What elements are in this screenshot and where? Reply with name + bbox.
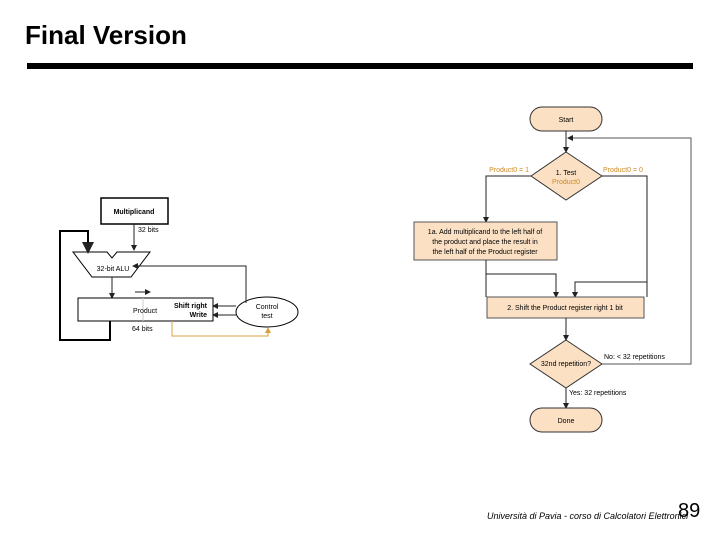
- alu-shape: [71, 251, 152, 278]
- step-1a-line1: 1a. Add multiplicand to the left half of: [428, 229, 542, 236]
- footer-text: Università di Pavia - corso di Calcolato…: [487, 511, 689, 521]
- multiplicand-label: Multiplicand: [114, 209, 155, 216]
- shift-right-label: Shift right: [174, 303, 208, 310]
- step-1a-line2: the product and place the result in: [432, 239, 538, 246]
- done-node: [529, 407, 603, 433]
- page-number: 89: [678, 500, 701, 522]
- flowchart: Start 1. Test Product0 Product0 = 1 Prod…: [413, 106, 692, 433]
- product0-eq-0-label: Product0 = 0: [603, 167, 643, 174]
- test-label-2: Product0: [552, 179, 580, 186]
- control-label: Control: [256, 304, 279, 311]
- test-decision: [530, 151, 603, 201]
- title-divider: [27, 63, 693, 69]
- no-label: No: < 32 repetitions: [604, 354, 665, 361]
- test-label-1: 1. Test: [556, 170, 577, 177]
- yes-label: Yes: 32 repetitions: [569, 390, 627, 397]
- alu-label: 32-bit ALU: [97, 266, 130, 273]
- bits64-label: 64 bits: [132, 326, 153, 333]
- test-label: test: [261, 313, 272, 320]
- product0-eq-1-label: Product0 = 1: [489, 167, 529, 174]
- bits32-label: 32 bits: [138, 227, 159, 234]
- product-label: Product: [133, 308, 157, 315]
- control-test: [235, 296, 299, 328]
- done-label: Done: [558, 418, 575, 425]
- product-register: [77, 297, 214, 322]
- write-label: Write: [190, 312, 207, 319]
- repetition-label: 32nd repetition?: [541, 361, 591, 368]
- slide-title: Final Version: [25, 20, 187, 50]
- multiplier-hardware: Multiplicand 32 bits 32-bit ALU Product …: [59, 197, 299, 341]
- multiplicand-register: [100, 197, 169, 225]
- start-label: Start: [559, 117, 574, 124]
- step-2-label: 2. Shift the Product register right 1 bi…: [507, 305, 623, 312]
- step-1a: [413, 221, 558, 261]
- step-1a-line3: the left half of the Product register: [432, 249, 538, 256]
